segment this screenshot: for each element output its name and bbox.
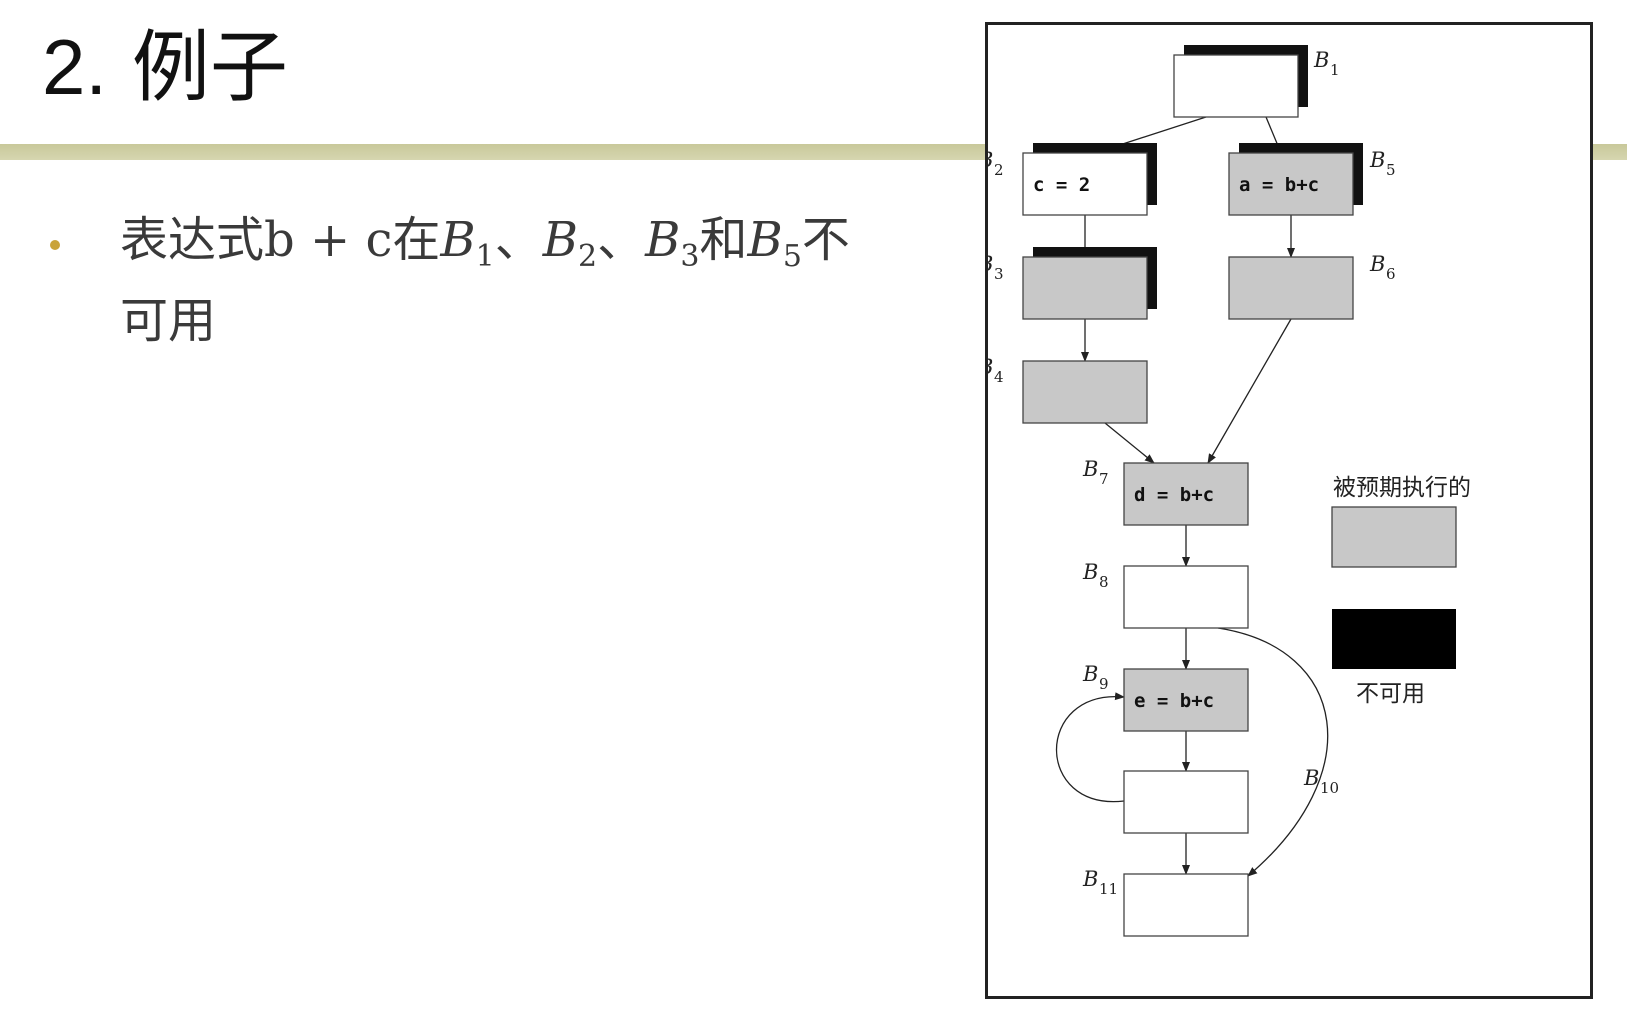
block-box [1123, 873, 1249, 937]
block-label: B [988, 355, 993, 379]
title-number: 2. [42, 23, 108, 111]
block-label-sub: 3 [994, 265, 1004, 283]
block-label-sub: 5 [1386, 161, 1396, 179]
bullet-b3: B [645, 212, 681, 268]
bullet-b2: B [542, 212, 579, 268]
block-label-sub: 10 [1320, 779, 1339, 797]
block-label-sub: 2 [994, 161, 1004, 179]
slide-title: 2. 例子 [42, 28, 288, 107]
block-box [1123, 462, 1249, 526]
bullet-b5-sub: 5 [782, 239, 802, 274]
block-label: B [1369, 252, 1385, 276]
block-label-sub: 4 [994, 368, 1004, 386]
bullet-b3-sub: 3 [680, 239, 700, 274]
bullet-part2: 不可用 [120, 212, 850, 349]
block-box [1173, 54, 1299, 118]
block-b2: c = 2 B2 [988, 143, 1157, 216]
title-text: 例子 [131, 23, 288, 113]
block-code: c = 2 [1033, 174, 1090, 196]
bullet-and: 和 [699, 212, 748, 268]
block-box [1123, 770, 1249, 834]
block-label: B [1303, 766, 1319, 790]
block-label-sub: 6 [1386, 265, 1396, 283]
block-code: a = b+c [1239, 174, 1319, 196]
bullet-sep1: 、 [494, 212, 543, 268]
block-b3: B3 [988, 247, 1157, 320]
block-label-sub: 9 [1099, 675, 1109, 693]
bullet-dot-icon [50, 240, 60, 250]
bullet-b1-sub: 1 [475, 239, 495, 274]
block-label: B [988, 148, 993, 172]
block-label-sub: 7 [1099, 470, 1109, 488]
bullet-sep2: 、 [597, 212, 646, 268]
block-box [1228, 152, 1354, 216]
block-label: B [1082, 867, 1098, 891]
block-label: B [988, 252, 993, 276]
legend-unavailable-swatch [1332, 609, 1456, 669]
block-label: B [1313, 48, 1329, 72]
bullet-part1: 表达式b + c在 [120, 212, 441, 268]
bullet-text: 表达式b + c在B1、B2、B3和B5不可用 [120, 208, 890, 353]
block-label: B [1369, 148, 1385, 172]
block-box [1228, 256, 1354, 320]
block-box [1022, 152, 1148, 216]
bullet-b2-sub: 2 [578, 239, 598, 274]
legend-anticipated-label: 被预期执行的 [1333, 475, 1471, 501]
edge-b6-b7 [1207, 318, 1292, 464]
block-box [1022, 360, 1148, 424]
block-code: e = b+c [1134, 690, 1214, 712]
edge-b4-b7 [1104, 422, 1155, 464]
block-box [1022, 256, 1148, 320]
bullet-b1: B [440, 212, 476, 268]
legend-anticipated-swatch [1331, 506, 1457, 568]
block-box [1123, 565, 1249, 629]
block-label-sub: 11 [1099, 880, 1118, 898]
block-label: B [1082, 457, 1098, 481]
bullet-b5: B [747, 212, 783, 268]
block-label: B [1082, 560, 1098, 584]
edge-b10-b9-loop [1055, 692, 1125, 803]
edge-b8-b11-curve [1217, 627, 1329, 877]
block-code: d = b+c [1134, 484, 1214, 506]
block-label-sub: 1 [1330, 61, 1340, 79]
block-label: B [1082, 662, 1098, 686]
block-box [1123, 668, 1249, 732]
legend-unavailable-label: 不可用 [1356, 681, 1425, 707]
block-label-sub: 8 [1099, 573, 1109, 591]
block-b4: B4 [988, 355, 1148, 424]
